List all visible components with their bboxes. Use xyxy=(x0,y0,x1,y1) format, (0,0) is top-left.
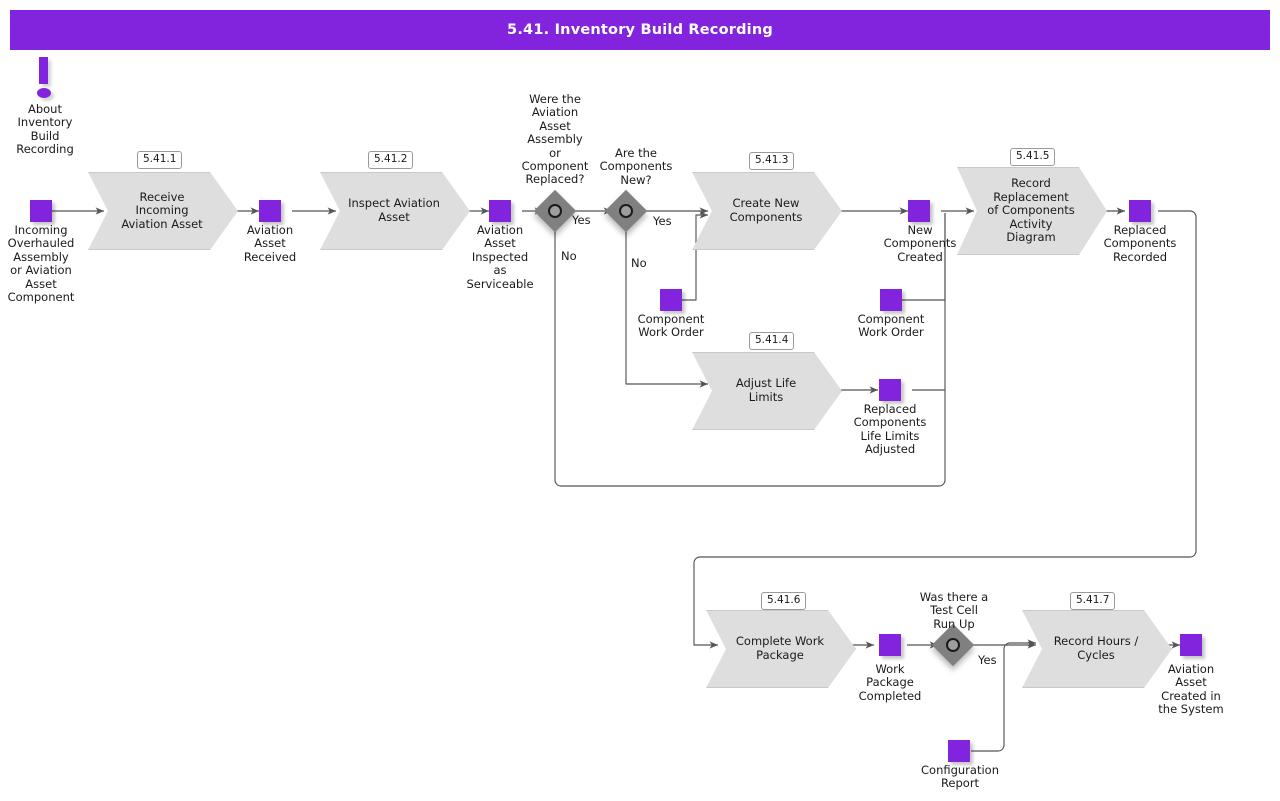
object-label-asset-received: Aviation Asset Received xyxy=(243,223,297,264)
activity-label: Create New Components xyxy=(729,196,803,224)
pin-square[interactable] xyxy=(259,200,281,222)
object-label-asset-inspected: Aviation Asset Inspected as Serviceable xyxy=(466,223,534,291)
activity-label: Complete Work Package xyxy=(735,634,825,662)
pin-square[interactable] xyxy=(1180,634,1202,656)
activity-shape xyxy=(1022,610,1172,688)
pin-square[interactable] xyxy=(489,200,511,222)
decision-ring-icon xyxy=(619,204,633,218)
activity-label: Receive Incoming Aviation Asset xyxy=(121,189,203,231)
activity-id-5-41-4: 5.41.4 xyxy=(749,332,795,350)
activity-5-41-5[interactable]: Record Replacement of Components Activit… xyxy=(957,167,1107,255)
pin-square[interactable] xyxy=(880,289,902,311)
page-title-bar: 5.41. Inventory Build Recording xyxy=(10,10,1270,50)
activity-shape xyxy=(706,610,856,688)
exclamation-mark-icon xyxy=(36,57,54,103)
activity-shape xyxy=(692,352,842,430)
decision-ring-icon xyxy=(548,204,562,218)
activity-5-41-1[interactable]: Receive Incoming Aviation Asset xyxy=(88,172,238,250)
activity-5-41-3[interactable]: Create New Components xyxy=(692,172,842,250)
object-label-replaced-life-limits: Replaced Components Life Limits Adjusted xyxy=(853,402,927,457)
activity-shape xyxy=(320,172,470,250)
activity-id-5-41-6: 5.41.6 xyxy=(761,592,807,610)
pin-square[interactable] xyxy=(660,289,682,311)
object-label-replaced-components-recorded: Replaced Components Recorded xyxy=(1103,223,1177,264)
decision-label-test-cell-run-up: Was there a Test Cell Run Up xyxy=(919,590,989,631)
activity-label: Record Hours / Cycles xyxy=(1053,634,1139,662)
decision-label-are-components-new: Are the Components New? xyxy=(599,146,673,187)
decision-are-components-new[interactable] xyxy=(604,189,648,233)
activity-id-5-41-3: 5.41.3 xyxy=(749,152,795,170)
activity-shape xyxy=(88,172,238,250)
edge-label-replaced-yes: Yes xyxy=(572,213,591,227)
activity-id-5-41-7: 5.41.7 xyxy=(1070,592,1116,610)
pin-square[interactable] xyxy=(30,200,52,222)
object-label-component-work-order-right: Component Work Order xyxy=(857,312,925,340)
pin-square[interactable] xyxy=(879,634,901,656)
pin-square[interactable] xyxy=(1129,200,1151,222)
note-label: About Inventory Build Recording xyxy=(16,102,74,157)
activity-label: Record Replacement of Components Activit… xyxy=(987,176,1075,245)
pin-square[interactable] xyxy=(879,379,901,401)
edge-label-new-no: No xyxy=(631,256,647,270)
activity-id-5-41-2: 5.41.2 xyxy=(368,151,414,169)
activity-shape xyxy=(957,167,1107,255)
object-label-new-components-created: New Components Created xyxy=(883,223,957,264)
activity-id-5-41-5: 5.41.5 xyxy=(1010,148,1056,166)
activity-label: Inspect Aviation Asset xyxy=(348,196,440,224)
exclamation-dot xyxy=(37,88,51,98)
pin-square[interactable] xyxy=(948,740,970,762)
edge-label-testcell-yes: Yes xyxy=(978,653,997,667)
page-title: 5.41. Inventory Build Recording xyxy=(507,22,773,38)
pin-square[interactable] xyxy=(908,200,930,222)
decision-ring-icon xyxy=(946,638,960,652)
decision-test-cell-run-up[interactable] xyxy=(931,623,975,667)
edge-label-new-yes: Yes xyxy=(653,214,672,228)
object-label-incoming-asset: Incoming Overhauled Assembly or Aviation… xyxy=(7,223,75,305)
activity-5-41-4[interactable]: Adjust Life Limits xyxy=(692,352,842,430)
activity-5-41-6[interactable]: Complete Work Package xyxy=(706,610,856,688)
decision-were-components-replaced[interactable] xyxy=(533,189,577,233)
activity-id-5-41-1: 5.41.1 xyxy=(137,151,183,169)
object-label-work-package-completed: Work Package Completed xyxy=(858,662,922,703)
edge-label-replaced-no: No xyxy=(561,249,577,263)
decision-label-were-components-replaced: Were the Aviation Asset Assembly or Comp… xyxy=(521,92,589,187)
object-label-aviation-asset-created: Aviation Asset Created in the System xyxy=(1158,662,1224,717)
activity-5-41-7[interactable]: Record Hours / Cycles xyxy=(1022,610,1172,688)
exclamation-bar xyxy=(39,57,48,84)
activity-5-41-2[interactable]: Inspect Aviation Asset xyxy=(320,172,470,250)
activity-label: Adjust Life Limits xyxy=(735,376,797,404)
object-label-component-work-order-left: Component Work Order xyxy=(637,312,705,340)
activity-shape xyxy=(692,172,842,250)
object-label-configuration-report: Configuration Report xyxy=(921,763,999,791)
